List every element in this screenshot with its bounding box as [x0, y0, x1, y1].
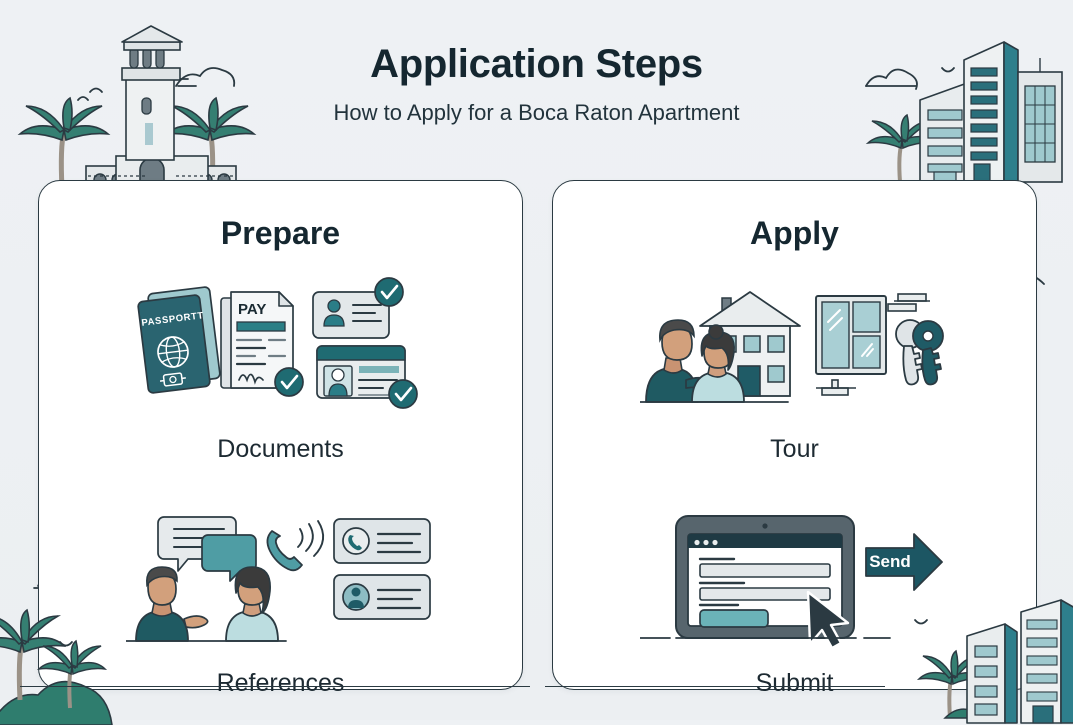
card-apply-title: Apply	[750, 214, 839, 252]
card-prepare: Prepare PASSPORTT	[38, 180, 523, 690]
card-prepare-title: Prepare	[221, 214, 340, 252]
step-documents: PASSPORTT	[39, 270, 522, 464]
submit-illustration: Send	[640, 504, 950, 654]
steps-container: Prepare PASSPORTT	[38, 180, 1037, 690]
step-references-label: References	[217, 668, 345, 698]
step-references: References	[39, 504, 522, 698]
tour-illustration	[640, 270, 950, 420]
documents-illustration: PASSPORTT	[131, 270, 431, 420]
page-title: Application Steps	[0, 40, 1073, 88]
baseline-right	[545, 686, 885, 687]
svg-text:PAY: PAY	[238, 301, 266, 318]
step-tour: Tour	[553, 270, 1036, 464]
step-submit-label: Submit	[756, 668, 834, 698]
step-documents-label: Documents	[217, 434, 343, 464]
card-apply: Apply	[552, 180, 1037, 690]
send-button-label: Send	[869, 552, 911, 571]
references-illustration	[126, 504, 436, 654]
header: Application Steps How to Apply for a Boc…	[0, 40, 1073, 128]
baseline-left	[20, 686, 530, 687]
step-submit: Send Submit	[553, 504, 1036, 698]
step-tour-label: Tour	[770, 434, 819, 464]
page-subtitle: How to Apply for a Boca Raton Apartment	[0, 98, 1073, 128]
